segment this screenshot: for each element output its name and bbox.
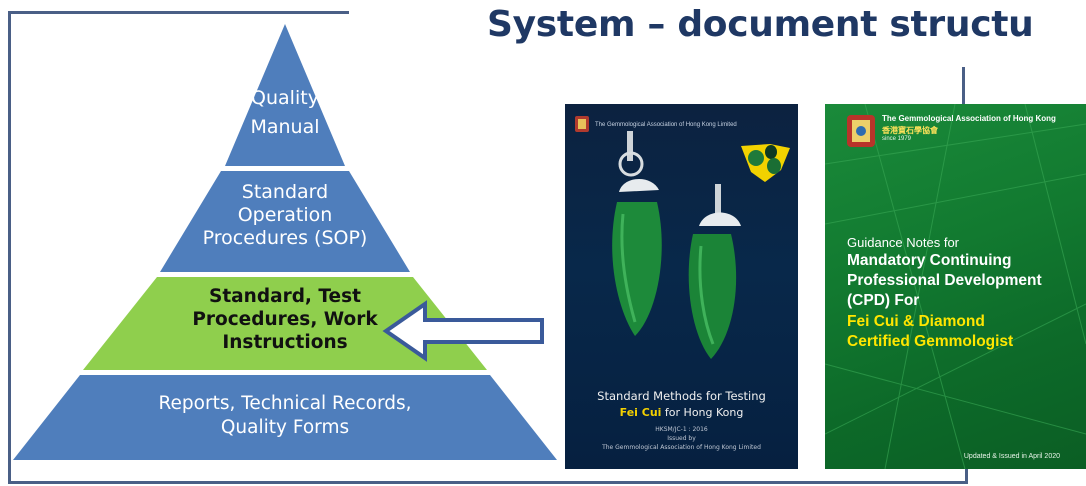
- title-connector-line: [962, 67, 965, 104]
- cover2-line4: (CPD) For: [847, 292, 920, 309]
- cover1-artwork: [575, 116, 790, 359]
- association-crest-icon: [575, 116, 589, 132]
- frame-right-line: [965, 469, 968, 484]
- cover2-org-zh: 香港寶石學協會: [882, 126, 938, 135]
- cpd-guidance-cover: The Gemmological Association of Hong Kon…: [825, 104, 1086, 469]
- earring-left-icon: [612, 131, 662, 336]
- cover2-line5: Fei Cui & Diamond: [847, 313, 985, 330]
- fei-cui-stones-icon: [741, 144, 790, 182]
- tier3-line3: Instructions: [222, 331, 348, 353]
- cover2-line2: Mandatory Continuing: [847, 252, 1012, 269]
- tier3-line2: Procedures, Work: [192, 308, 378, 330]
- left-arrow-shape: [382, 300, 544, 362]
- cover2-footer: Updated & Issued in April 2020: [963, 453, 1060, 460]
- pyramid-tier-sop: [160, 171, 410, 272]
- tier-quality-manual-label: Quality Manual: [230, 84, 340, 143]
- cover2-line6: Certified Gemmologist: [847, 333, 1014, 350]
- tier2-line3: Procedures (SOP): [202, 227, 368, 250]
- tier2-line1: Standard: [241, 181, 329, 203]
- pyramid-tier-work-instructions: [83, 277, 487, 370]
- cover1-title-line1: Standard Methods for Testing: [597, 389, 766, 403]
- tier2-line2: Operation: [237, 204, 333, 227]
- standard-methods-cover: The Gemmological Association of Hong Kon…: [565, 104, 798, 469]
- tier1-line1: Quality: [251, 87, 319, 109]
- earring-right-icon: [688, 184, 741, 359]
- tier-records-label: Reports, Technical Records, Quality Form…: [120, 392, 450, 439]
- tier4-line1: Reports, Technical Records,: [158, 393, 412, 414]
- frame-bottom-line: [8, 481, 968, 484]
- tier-sop-label: Standard Operation Procedures (SOP): [190, 181, 380, 251]
- pyramid-tier-quality-manual: [225, 24, 345, 166]
- frame-top-line: [8, 11, 349, 14]
- cover1-title-bold: Fei Cui: [619, 406, 662, 419]
- cover2-line3: Professional Development: [847, 272, 1042, 289]
- pyramid-tier-records: [13, 375, 557, 460]
- tier4-line2: Quality Forms: [220, 416, 350, 438]
- frame-left-line: [8, 11, 11, 484]
- tier1-line2: Manual: [250, 116, 320, 139]
- cover1-title-line2: Fei Cui for Hong Kong: [565, 406, 798, 419]
- tier3-line1: Standard, Test: [209, 286, 361, 307]
- cover1-issued-by: Issued by: [667, 435, 696, 442]
- cover1-publisher: The Gemmological Association of Hong Kon…: [602, 444, 761, 451]
- page-title: System – document structu: [487, 4, 1034, 45]
- tier-work-instructions-label: Standard, Test Procedures, Work Instruct…: [175, 286, 395, 355]
- cover1-code: HKSM/JC-1 : 2016: [655, 426, 708, 433]
- association-crest-icon: [847, 115, 875, 147]
- cover2-artwork: [825, 104, 1086, 469]
- cover2-since: since 1979: [882, 136, 912, 142]
- cover2-org-en: The Gemmological Association of Hong Kon…: [882, 114, 1056, 123]
- cover1-title-rest: for Hong Kong: [661, 406, 744, 419]
- cover2-line1: Guidance Notes for: [847, 235, 960, 250]
- cover1-header: The Gemmological Association of Hong Kon…: [595, 122, 737, 128]
